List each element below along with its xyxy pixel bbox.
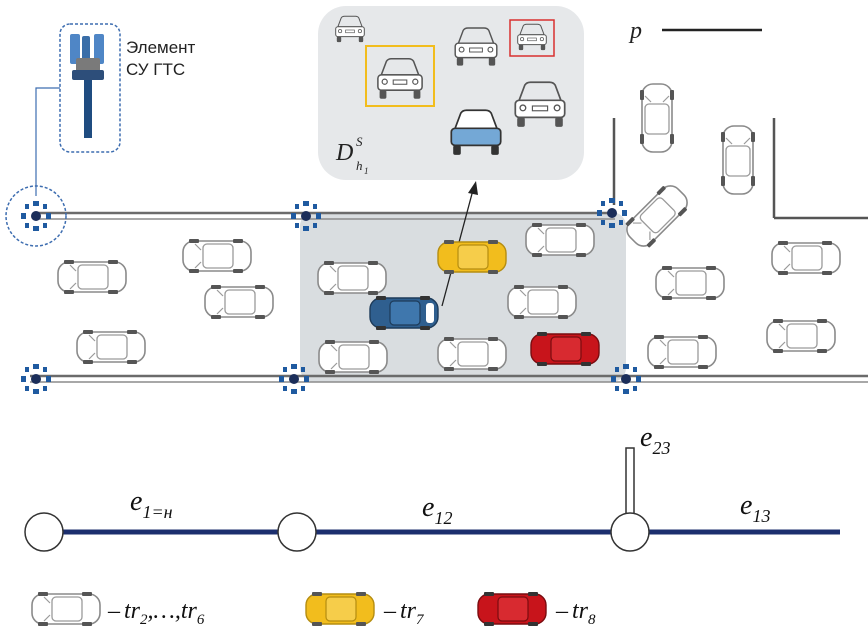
- sensor-icon: [21, 364, 51, 394]
- car-icon: [720, 125, 756, 195]
- car-red-icon: [530, 332, 600, 366]
- legend: –tr2,…,tr6 –tr7 –tr8: [31, 591, 596, 628]
- car-icon: [766, 318, 836, 354]
- car-icon: [647, 334, 717, 370]
- graph-node: [24, 512, 64, 552]
- car-icon: [437, 336, 507, 372]
- car-icon: [639, 83, 675, 153]
- station-element: Элемент СУ ГТС: [59, 23, 196, 153]
- sensor-icon: [611, 364, 641, 394]
- legend-red-car-icon: [477, 592, 547, 626]
- p-label: p: [628, 18, 642, 44]
- car-yellow-icon: [437, 240, 507, 274]
- car-icon: [204, 284, 274, 320]
- car-icon: [317, 260, 387, 296]
- sensor-icon: [291, 201, 321, 231]
- arrowhead-icon: [468, 181, 478, 195]
- graph-node: [277, 512, 317, 552]
- graph-edge-e23: [625, 447, 635, 517]
- zone-label-subsub: 1: [364, 166, 369, 176]
- car-icon: [318, 339, 388, 375]
- road-upper: [34, 211, 615, 220]
- station-label-line2: СУ ГТС: [126, 60, 185, 79]
- legend-white-label: –tr2,…,tr6: [107, 598, 205, 628]
- car-blue-icon: [369, 296, 439, 330]
- legend-yellow-car-icon: [305, 592, 375, 626]
- road-right-boundary: [612, 118, 868, 220]
- car-icon: [771, 240, 841, 276]
- car-icon: [76, 329, 146, 365]
- sensor-icon: [21, 201, 51, 231]
- edge-label-e23: e23: [640, 422, 670, 458]
- legend-white-car-icon: [31, 591, 101, 627]
- car-icon: [507, 284, 577, 320]
- car-icon: [620, 179, 694, 253]
- zone-label-sub: h: [356, 158, 363, 173]
- car-light-blue-icon: [450, 109, 502, 155]
- station-label-line1: Элемент: [126, 38, 196, 57]
- edge-label-e13: e13: [740, 490, 770, 526]
- zone-label: D: [335, 140, 353, 166]
- station-link: [5, 87, 67, 247]
- popup-zone: [318, 6, 584, 180]
- sensor-icon: [279, 364, 309, 394]
- legend-yellow-label: –tr7: [383, 598, 425, 628]
- car-icon: [655, 265, 725, 301]
- zone-label-sup: S: [356, 134, 363, 149]
- car-icon: [182, 238, 252, 274]
- car-icon: [525, 222, 595, 258]
- road-lower: [30, 374, 868, 383]
- legend-red-label: –tr8: [555, 598, 596, 628]
- car-icon: [57, 259, 127, 295]
- edge-label-e1: e1=н: [130, 486, 173, 522]
- graph-node: [610, 512, 650, 552]
- sensor-icon: [597, 198, 627, 228]
- edge-label-e12: e12: [422, 492, 452, 528]
